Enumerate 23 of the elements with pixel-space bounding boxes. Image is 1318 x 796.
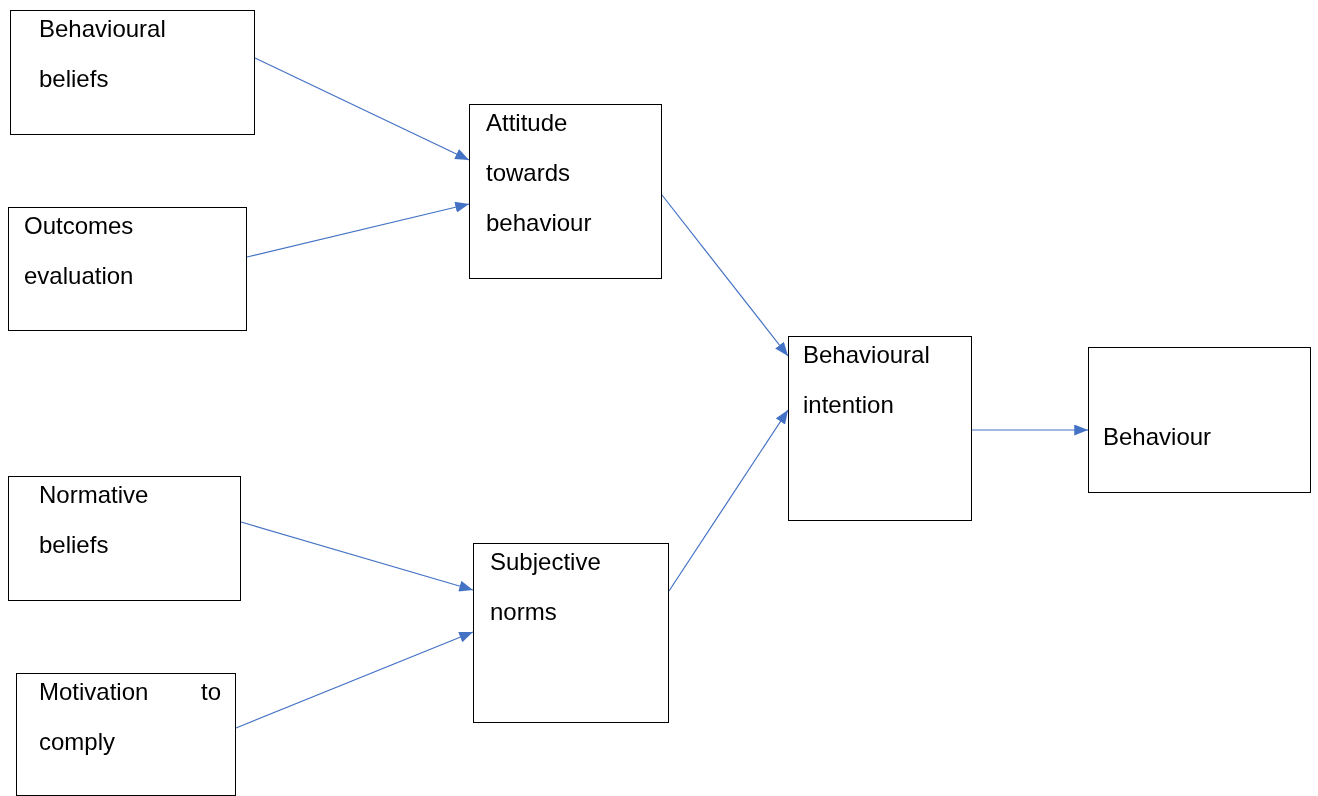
process-box bbox=[473, 543, 669, 723]
box-label: Motivation to comply bbox=[39, 677, 221, 757]
box-label: Attitude towards behaviour bbox=[486, 108, 593, 238]
process-box bbox=[1088, 347, 1311, 493]
arrow bbox=[661, 194, 789, 357]
process-box bbox=[788, 336, 972, 521]
box-label: Subjective norms bbox=[490, 547, 602, 627]
box-label: Normative beliefs bbox=[39, 480, 150, 560]
process-box bbox=[8, 476, 241, 601]
arrow bbox=[254, 57, 470, 161]
process-box bbox=[16, 673, 236, 796]
process-box bbox=[10, 10, 255, 135]
arrow bbox=[971, 424, 1089, 436]
arrow bbox=[240, 521, 474, 592]
process-box bbox=[469, 104, 662, 279]
arrow bbox=[235, 631, 474, 729]
box-label: Behavioural beliefs bbox=[39, 14, 167, 94]
box-label: Outcomes evaluation bbox=[24, 211, 135, 291]
process-box bbox=[8, 207, 247, 331]
box-label: Behaviour bbox=[1103, 422, 1213, 452]
box-label: Behavioural intention bbox=[803, 340, 931, 420]
arrow bbox=[668, 409, 789, 592]
arrow bbox=[246, 201, 470, 258]
